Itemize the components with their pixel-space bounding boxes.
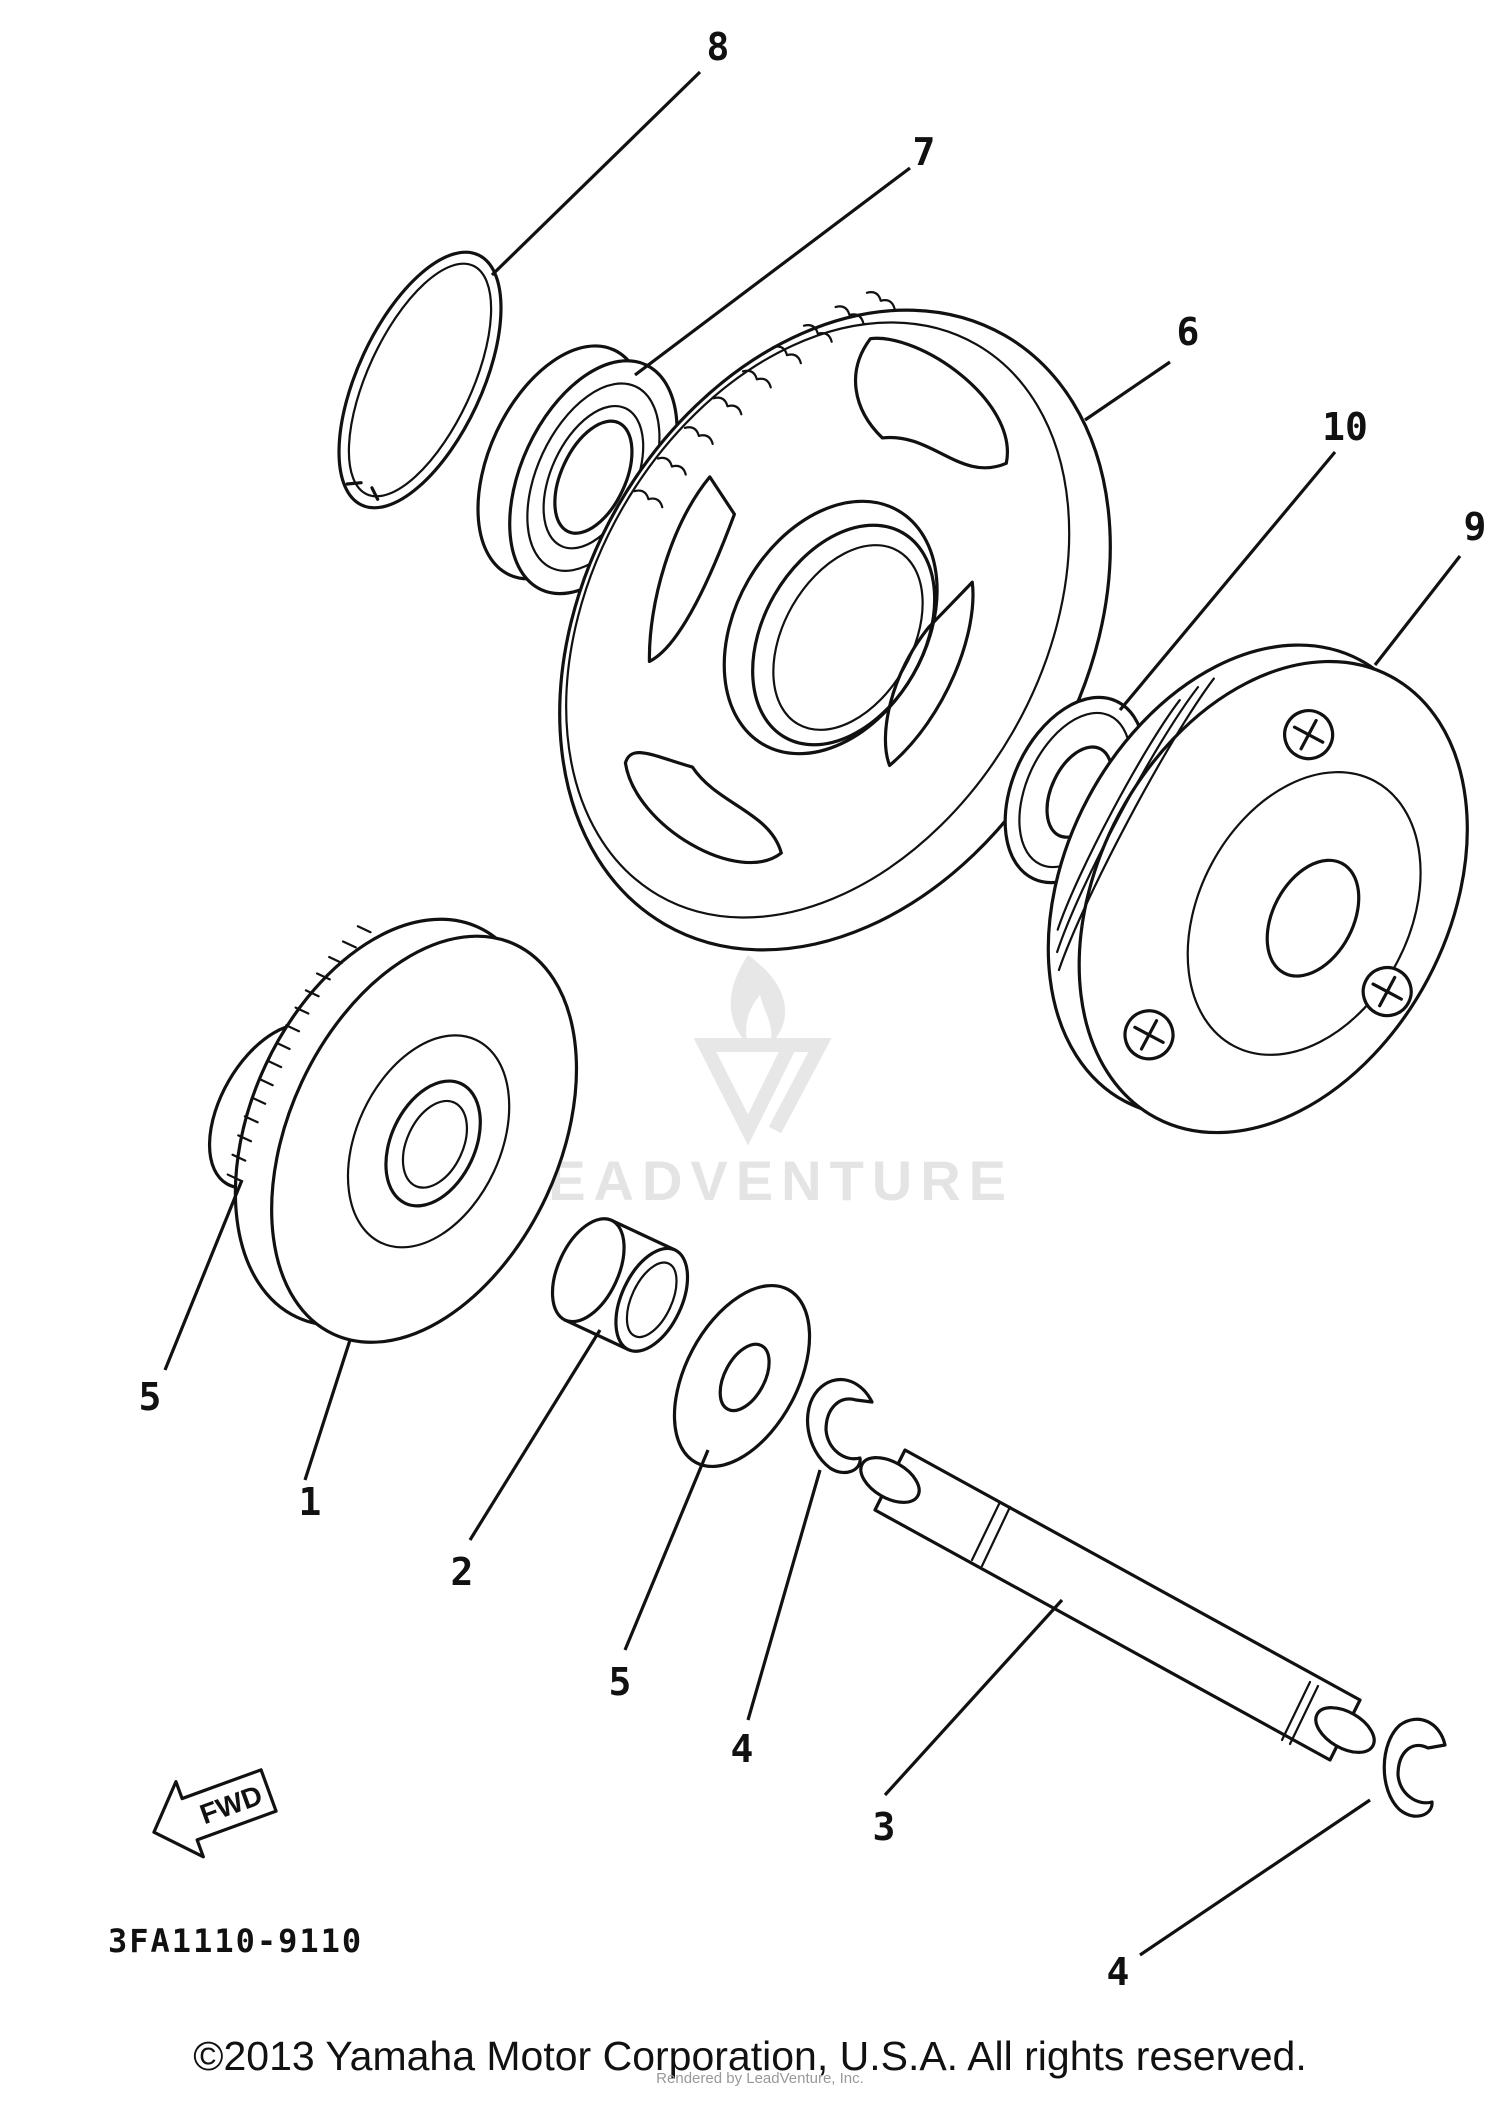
leader-9 [1373, 555, 1462, 666]
watermark-logo [693, 955, 832, 1146]
callout-3: 3 [873, 1805, 896, 1849]
part-5-washer-lower [672, 1283, 812, 1469]
part-1-idler-gear [226, 917, 579, 1344]
copyright-notice: ©2013 Yamaha Motor Corporation, U.S.A. A… [193, 2033, 1306, 2079]
leader-2 [468, 1329, 602, 1541]
part-9-starter-clutch [1046, 643, 1469, 1135]
callout-5-upper: 5 [139, 1375, 162, 1419]
leader-5a [163, 1179, 244, 1371]
part-4-circlip-lower [1382, 1717, 1447, 1818]
callout-10: 10 [1322, 405, 1368, 449]
part-8-snap-ring [337, 250, 503, 510]
callout-5-lower: 5 [609, 1660, 632, 1704]
leader-6 [1084, 360, 1171, 422]
leader-10 [1118, 450, 1337, 712]
callout-8: 8 [707, 25, 730, 69]
leader-5b [623, 1449, 710, 1651]
callout-2: 2 [451, 1550, 474, 1594]
part-4-circlip-upper [805, 1378, 874, 1474]
callout-7: 7 [913, 130, 936, 174]
clutch-bolts [1123, 709, 1413, 1061]
leader-4a [746, 1469, 822, 1721]
leader-4b [1139, 1798, 1371, 1957]
leader-1 [303, 1339, 352, 1481]
diagram-code: 3FA1110-9110 [108, 1922, 363, 1960]
watermark-brand: LEADVENTURE [506, 1149, 1014, 1212]
callout-4-upper: 4 [731, 1727, 754, 1771]
gear-teeth [633, 291, 896, 509]
idler-gear-teeth [226, 925, 372, 1182]
watermark-small-text: Rendered by LeadVenture, Inc. [656, 2070, 864, 2087]
leader-3 [883, 1598, 1064, 1797]
part-3-shaft [859, 1448, 1376, 1762]
callout-6: 6 [1177, 310, 1200, 354]
callouts: 8 7 6 10 9 5 1 2 5 4 3 4 [139, 25, 1487, 1994]
callout-4-lower: 4 [1107, 1950, 1130, 1994]
forward-direction-arrow: FWD [152, 1768, 278, 1859]
part-2-needle-bearing [550, 1217, 690, 1353]
part-6-starter-wheel-gear [558, 291, 1112, 952]
leader-8 [490, 70, 702, 277]
leader-7 [634, 166, 911, 377]
callout-1: 1 [299, 1480, 322, 1524]
callout-9: 9 [1464, 505, 1487, 549]
leader-lines [163, 70, 1462, 1957]
